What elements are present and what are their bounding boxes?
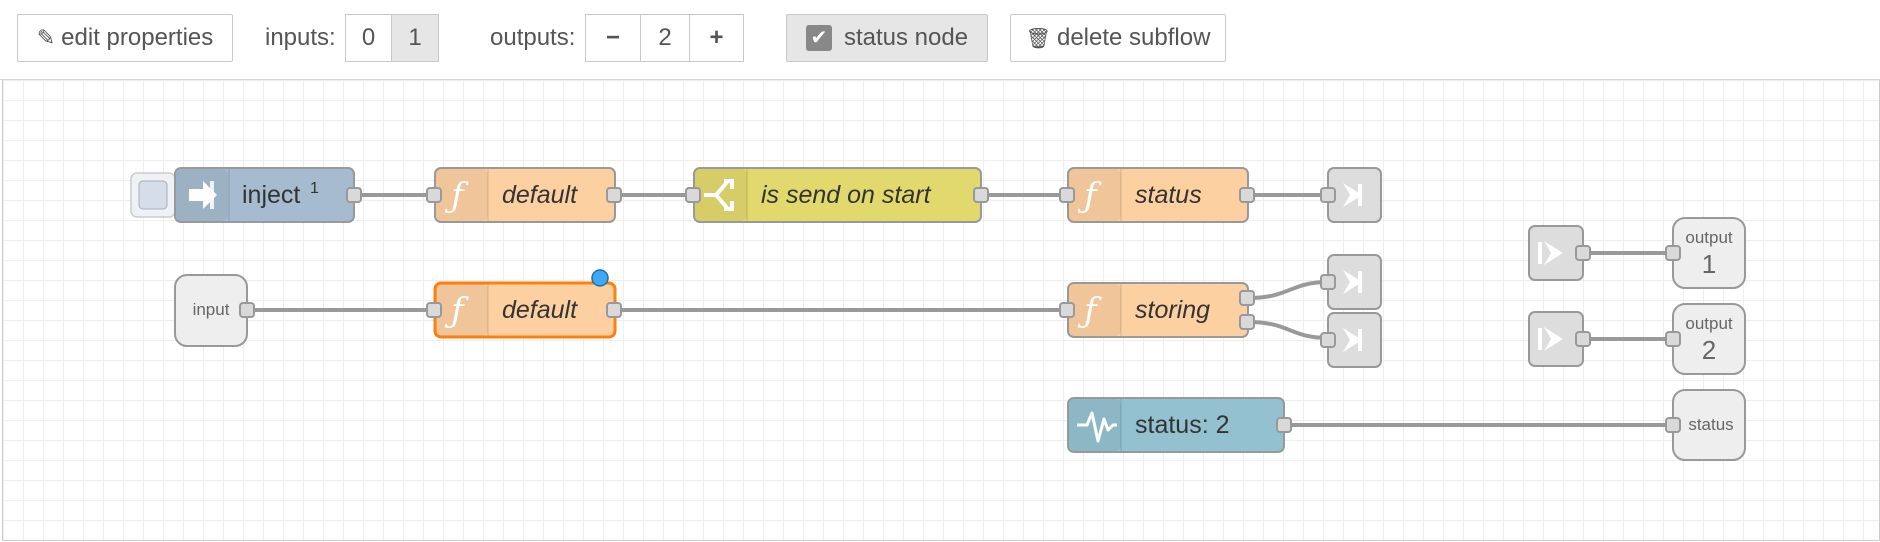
link-in-node-2[interactable] [1528,311,1591,367]
input-port[interactable] [1665,245,1681,261]
function-node-status[interactable]: ƒ status [1059,167,1255,223]
status-node-label: status node [843,24,969,51]
status-node[interactable]: status: 2 [1067,397,1292,453]
inject-node[interactable]: inject 1 [130,167,362,223]
output-port[interactable] [973,187,989,203]
output-1-label: output [1685,228,1733,247]
output-port[interactable] [1575,331,1591,347]
inject-superscript: 1 [310,180,319,197]
input-port[interactable] [1059,302,1075,318]
output-port[interactable] [1575,245,1591,261]
status-node-toggle[interactable]: ✔ status node [786,14,988,62]
subflow-output-port-2[interactable]: output 2 [1665,303,1746,375]
link-out-icon [1343,270,1362,294]
function-node-default[interactable]: ƒ default [426,167,622,223]
outputs-decrement-button[interactable]: − [585,14,641,62]
pulse-icon [1077,411,1117,443]
output-port[interactable] [1276,417,1292,433]
input-port[interactable] [1665,417,1681,433]
input-port[interactable] [685,187,701,203]
wire-storing-link-2[interactable] [1247,320,1329,340]
input-port[interactable] [426,187,442,203]
inject-button-square [138,180,168,210]
function-status-label: status [1135,181,1202,209]
changed-indicator-dot [591,269,609,287]
inputs-option-0[interactable]: 0 [345,14,392,62]
output-port-1[interactable] [1239,290,1255,306]
delete-subflow-button[interactable]: 🗑 delete subflow [1010,14,1226,62]
subflow-input-port[interactable]: input [174,274,255,347]
outputs-value[interactable]: 2 [640,14,690,62]
edit-properties-label: edit properties [61,24,214,51]
subflow-toolbar: ✎ edit properties inputs: 0 1 outputs: −… [0,0,1880,80]
output-port[interactable] [239,302,255,318]
input-port[interactable] [1320,332,1336,348]
input-port[interactable] [1665,331,1681,347]
link-out-node-3[interactable] [1320,312,1382,368]
output-port[interactable] [606,187,622,203]
input-port[interactable] [1059,187,1075,203]
input-port[interactable] [426,302,442,318]
link-out-icon [1343,183,1362,207]
wire-storing-link-1[interactable] [1247,280,1329,300]
function-default-selected-label: default [502,296,578,324]
switch-label: is send on start [761,181,932,209]
link-in-icon [1538,327,1563,351]
delete-subflow-label: delete subflow [1056,24,1211,51]
output-port-2[interactable] [1239,314,1255,330]
inject-label: inject [242,181,300,209]
input-port[interactable] [1320,187,1336,203]
checkbox-checked-icon: ✔ [805,25,832,51]
function-node-storing[interactable]: ƒ storing [1059,282,1255,338]
switch-icon [704,179,734,211]
output-port[interactable] [606,302,622,318]
function-default-label: default [502,181,578,209]
edit-properties-button[interactable]: ✎ edit properties [17,14,233,62]
link-out-icon [1343,328,1362,352]
arrow-in-icon [189,181,217,209]
wires [248,193,1673,427]
input-port[interactable] [1320,274,1336,290]
pencil-icon: ✎ [36,25,56,50]
status-node-label: status: 2 [1135,411,1230,439]
outputs-label: outputs: [490,24,576,51]
trash-icon: 🗑 [1025,27,1051,50]
subflow-output-port-1[interactable]: output 1 [1665,217,1746,289]
output-2-label: output [1685,314,1733,333]
outputs-increment-button[interactable]: + [689,14,744,62]
subflow-input-label: input [193,300,230,319]
status-port-label: status [1688,415,1733,434]
function-node-default-selected[interactable]: ƒ default [426,269,622,339]
output-2-number: 2 [1702,335,1716,365]
inject-output-port[interactable] [346,187,362,203]
output-1-number: 1 [1702,249,1716,279]
link-out-node-2[interactable] [1320,254,1382,310]
link-out-node-1[interactable] [1320,167,1382,223]
output-port[interactable] [1239,187,1255,203]
function-storing-label: storing [1135,296,1210,324]
inputs-option-1[interactable]: 1 [391,14,439,62]
switch-node[interactable]: is send on start [685,167,989,223]
subflow-status-port[interactable]: status [1665,389,1746,461]
link-in-icon [1538,241,1563,265]
inputs-label: inputs: [265,24,336,51]
link-in-node-1[interactable] [1528,225,1591,281]
